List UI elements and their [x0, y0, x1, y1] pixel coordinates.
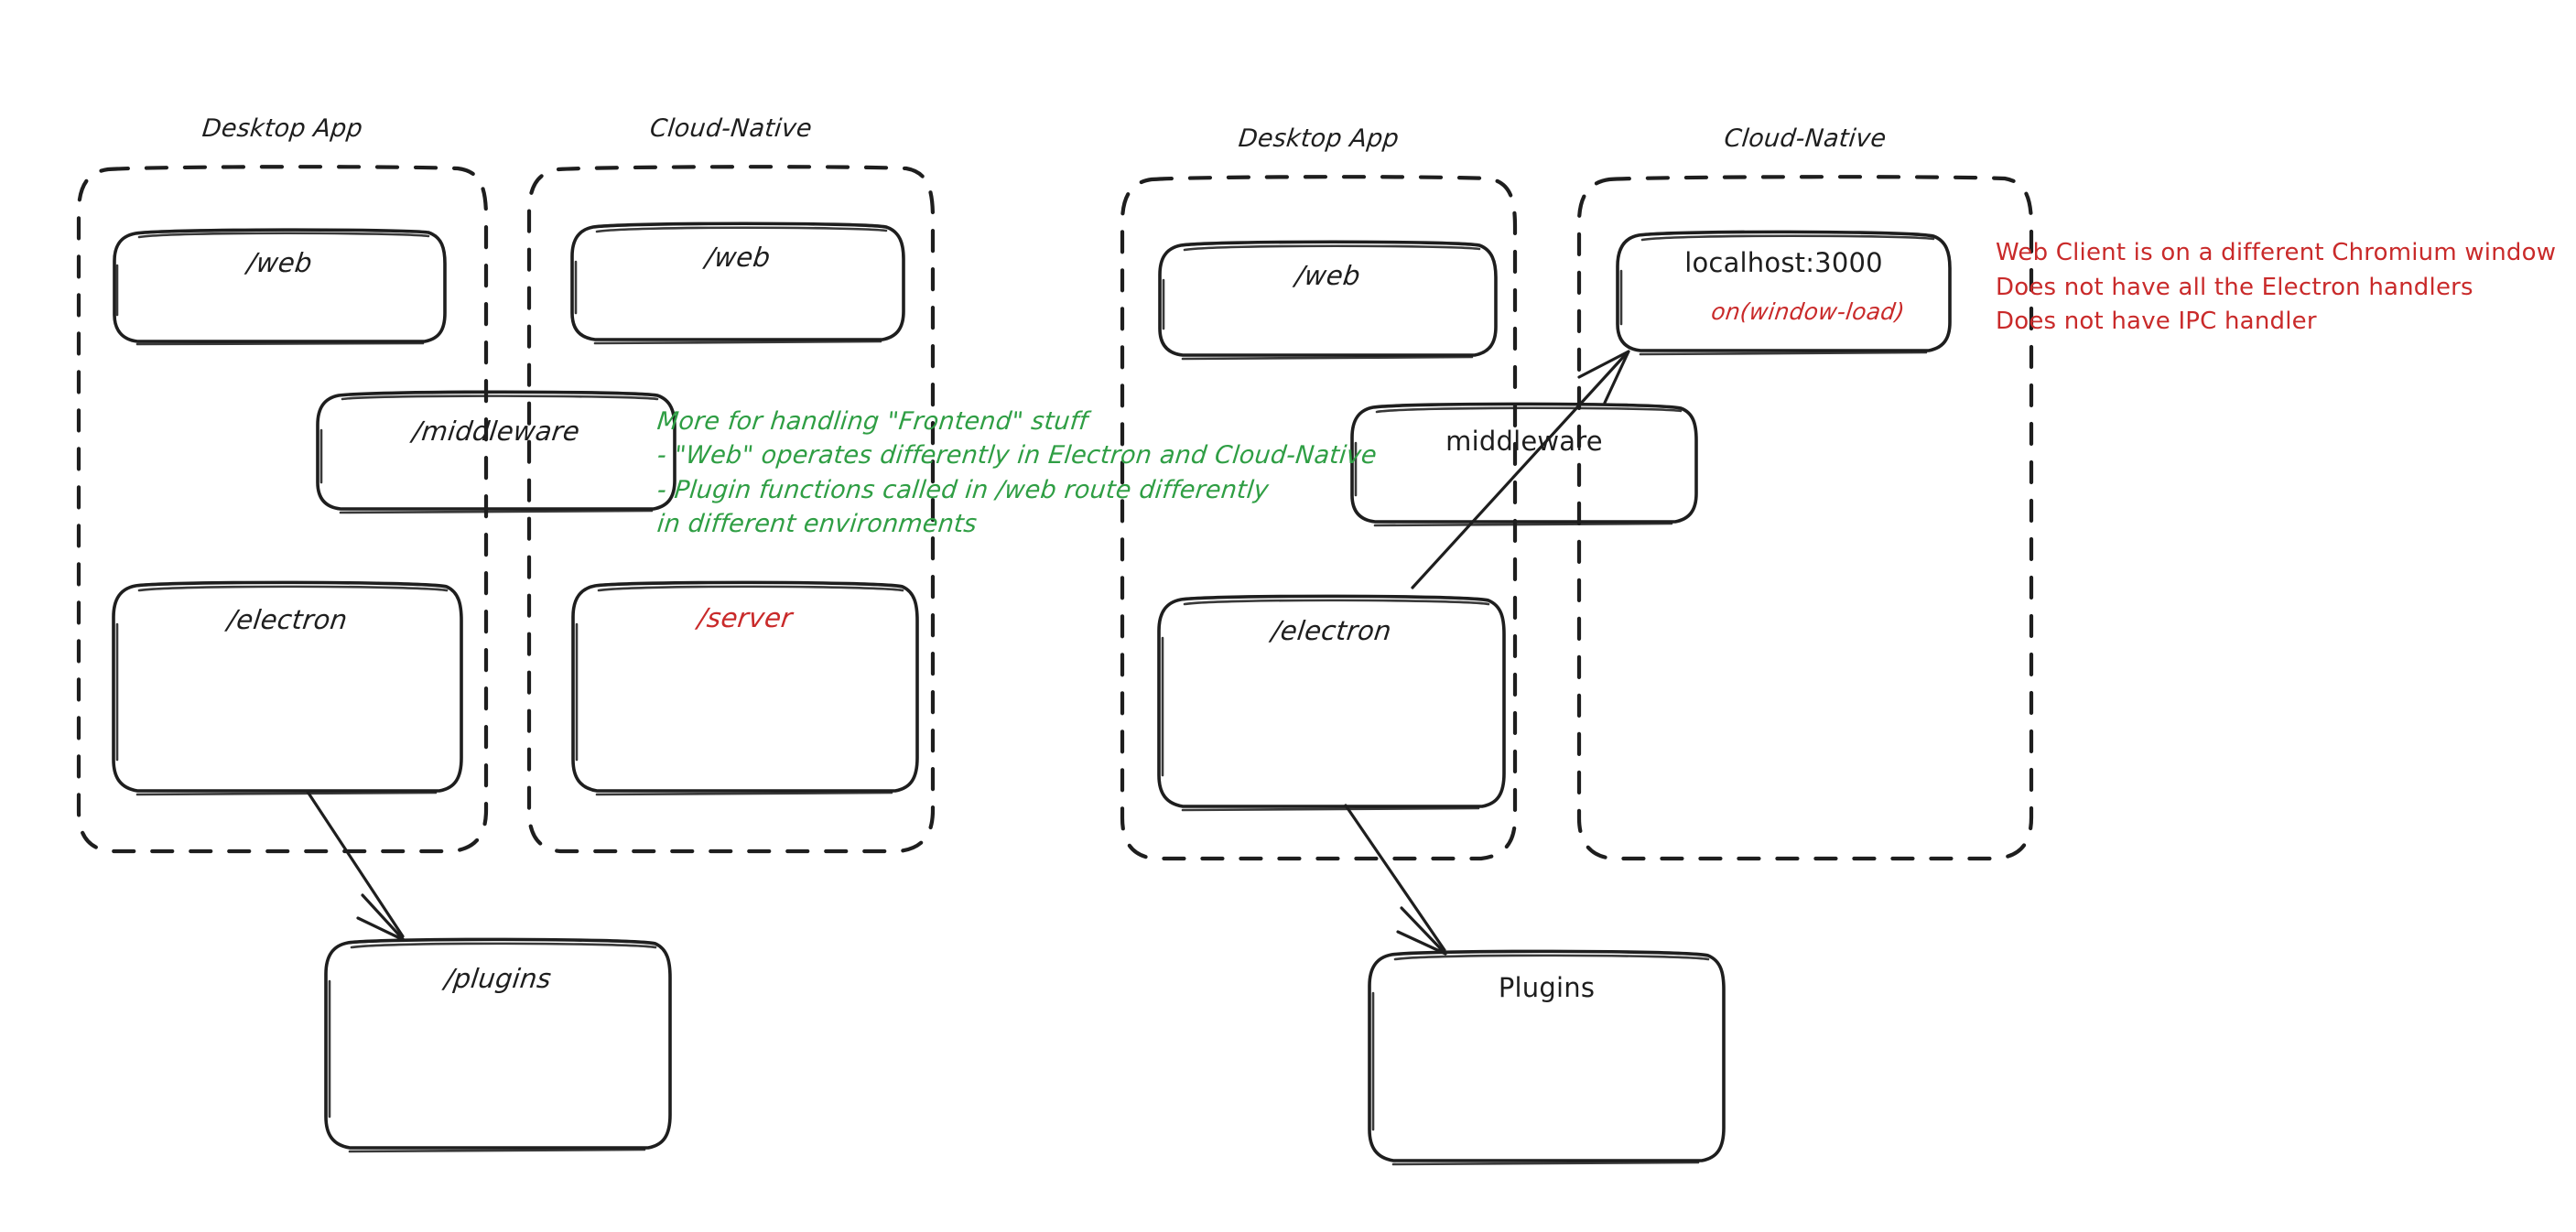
red-note-line-1: Web Client is on a different Chromium wi… [1996, 239, 2557, 266]
right-localhost-label: localhost:3000 [1684, 247, 1883, 278]
left-desktop-app-label: Desktop App [200, 114, 364, 143]
right-localhost-sub-label: on(window-load) [1709, 298, 1907, 325]
left-cloud-web-box [570, 222, 905, 345]
left-cloud-web-label: /web [703, 242, 773, 273]
left-desktop-web-box [113, 228, 447, 346]
right-localhost-box [1616, 230, 1952, 356]
left-plugins-box [324, 937, 672, 1153]
right-plugins-box [1368, 949, 1726, 1166]
left-electron-label: /electron [225, 604, 350, 635]
left-server-label: /server [696, 602, 795, 633]
left-desktop-web-label: /web [245, 247, 314, 278]
green-note-line-4: in different environments [655, 509, 979, 538]
right-cloud-native-label: Cloud-Native [1723, 124, 1889, 153]
left-cloud-native-container [526, 165, 936, 854]
green-note-line-1: More for handling "Frontend" stuff [655, 407, 1089, 436]
right-red-note: Web Client is on a different Chromium wi… [1996, 236, 2556, 340]
left-middleware-label: /middleware [410, 416, 582, 447]
left-desktop-app-container [76, 165, 489, 854]
right-electron-to-localhost-arrow [1411, 350, 1630, 589]
right-desktop-web-label: /web [1293, 260, 1362, 291]
left-middleware-box [316, 390, 676, 514]
right-middleware-box [1350, 402, 1698, 527]
right-desktop-app-container [1120, 175, 1518, 861]
red-note-line-2: Does not have all the Electron handlers [1996, 273, 2473, 301]
left-server-box [571, 580, 919, 796]
right-middleware-label: middleware [1445, 426, 1603, 457]
left-electron-box [112, 580, 463, 796]
left-cloud-native-label: Cloud-Native [648, 114, 814, 143]
left-green-note: More for handling "Frontend" stuff - "We… [655, 405, 1379, 541]
left-plugins-label: /plugins [442, 963, 554, 994]
right-desktop-app-label: Desktop App [1237, 124, 1401, 153]
right-electron-to-plugins-arrow [1344, 804, 1447, 956]
red-note-line-3: Does not have IPC handler [1996, 308, 2317, 336]
right-desktop-web-box [1158, 240, 1498, 361]
right-electron-label: /electron [1270, 615, 1393, 646]
right-electron-box [1157, 594, 1506, 812]
left-electron-to-plugins-arrow [306, 790, 406, 942]
right-plugins-label: Plugins [1498, 972, 1596, 1003]
green-note-line-3: - Plugin functions called in /web route … [655, 475, 1271, 504]
green-note-line-2: - "Web" operates differently in Electron… [655, 441, 1379, 470]
right-cloud-native-container [1576, 175, 2034, 861]
